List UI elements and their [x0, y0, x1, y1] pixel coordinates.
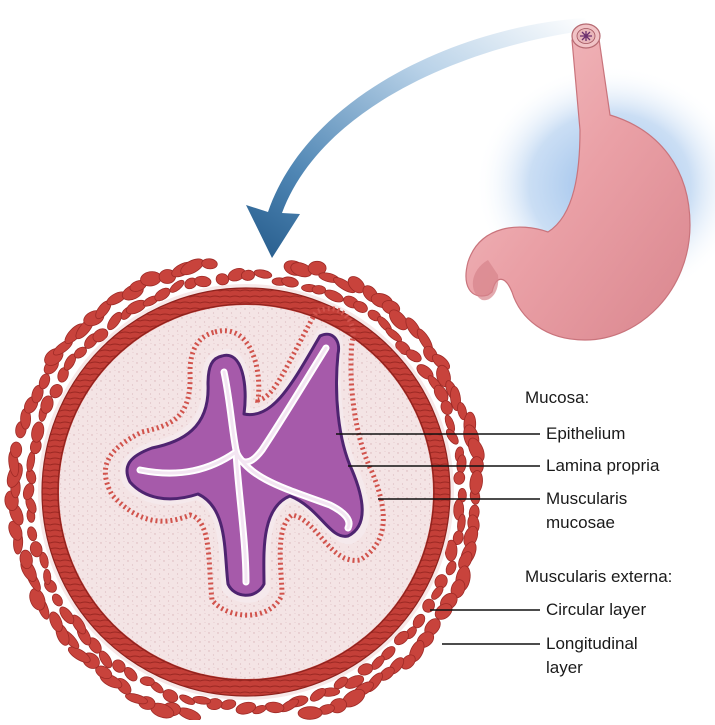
muscle-bundle	[30, 421, 46, 444]
muscle-bundle	[10, 442, 22, 458]
muscle-bundle	[161, 687, 180, 705]
muscle-bundle	[215, 272, 230, 286]
muscle-bundle	[444, 560, 458, 577]
muscle-bundle	[265, 701, 285, 714]
muscle-bundle	[50, 592, 64, 608]
longitudinal-layer-label-line1: Longitudinal	[546, 633, 638, 655]
muscle-bundle	[201, 258, 217, 269]
muscle-bundle	[298, 706, 322, 719]
muscularis-mucosae-label-line2: mucosae	[546, 512, 615, 534]
muscle-bundle	[312, 285, 326, 295]
muscle-bundle	[43, 569, 51, 585]
epithelium-label: Epithelium	[546, 423, 625, 445]
muscle-bundle	[253, 268, 272, 279]
muscle-bundle	[235, 700, 257, 716]
muscle-bundle	[281, 275, 300, 288]
muscle-bundle	[26, 451, 36, 472]
muscle-bundle	[22, 482, 36, 501]
stomach-illustration	[466, 24, 715, 340]
muscle-bundle	[192, 695, 211, 705]
muscle-bundle	[469, 470, 484, 495]
mucosa-heading: Mucosa:	[525, 387, 589, 409]
circular-layer-label: Circular layer	[546, 599, 646, 621]
muscularis-externa-heading: Muscularis externa:	[525, 566, 672, 588]
muscle-bundle	[453, 471, 466, 486]
muscle-bundle	[26, 526, 38, 542]
muscle-bundle	[194, 275, 212, 287]
longitudinal-layer-label-line2: layer	[546, 657, 583, 679]
esophagus-cross-section	[4, 256, 487, 720]
muscle-bundle	[178, 693, 196, 707]
muscularis-mucosae-label-line1: Muscularis	[546, 488, 627, 510]
lamina-propria-label: Lamina propria	[546, 455, 659, 477]
